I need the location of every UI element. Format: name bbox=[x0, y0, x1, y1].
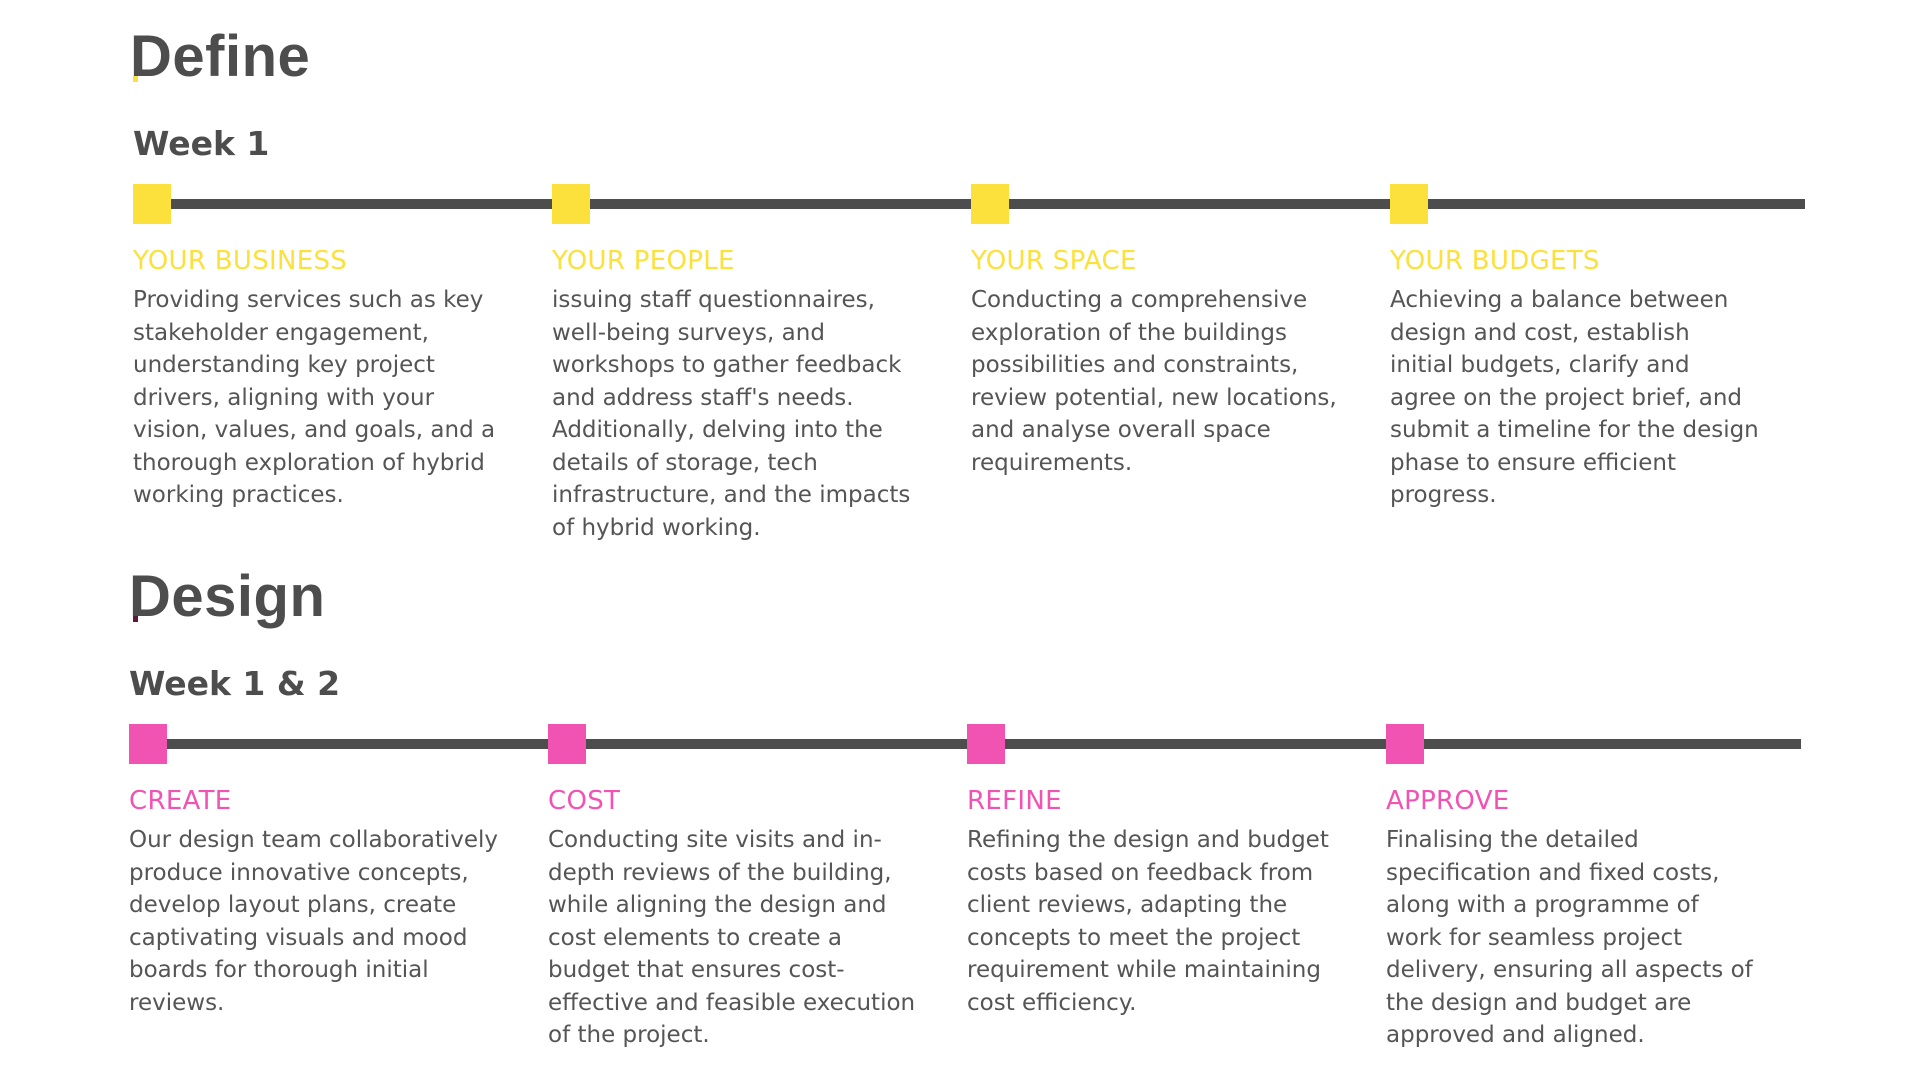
define-step-description: Conducting a comprehensive exploration o… bbox=[971, 287, 1337, 476]
design-title-accent-dot bbox=[133, 616, 138, 622]
define-step-marker bbox=[971, 184, 1009, 224]
define-title: Define bbox=[130, 24, 311, 89]
define-step-heading: YOUR PEOPLE bbox=[552, 246, 735, 276]
design-step-marker bbox=[548, 724, 586, 764]
define-step-description: Achieving a balance between design and c… bbox=[1390, 287, 1759, 508]
design-week-label: Week 1 & 2 bbox=[129, 664, 341, 703]
design-step-heading: CREATE bbox=[129, 786, 232, 816]
define-step-marker bbox=[552, 184, 590, 224]
design-title: Design bbox=[129, 564, 326, 629]
define-step-marker bbox=[1390, 184, 1428, 224]
define-step-description: Providing services such as key stakehold… bbox=[133, 287, 496, 508]
define-step-heading: YOUR BUSINESS bbox=[133, 246, 348, 276]
design-step-heading: COST bbox=[548, 786, 621, 816]
define-week-label: Week 1 bbox=[133, 124, 270, 163]
design-step-description: Refining the design and budget costs bas… bbox=[967, 827, 1329, 1016]
design-step-description: Finalising the detailed specification an… bbox=[1386, 827, 1753, 1048]
define-step-heading: YOUR BUDGETS bbox=[1390, 246, 1600, 276]
design-step-marker bbox=[1386, 724, 1424, 764]
design-step-description: Our design team collaboratively produce … bbox=[129, 827, 499, 1016]
define-title-accent-dot bbox=[133, 76, 138, 82]
design-step-heading: REFINE bbox=[967, 786, 1062, 816]
define-step-marker bbox=[133, 184, 171, 224]
design-step-description: Conducting site visits and in-depth revi… bbox=[548, 827, 916, 1048]
define-step-heading: YOUR SPACE bbox=[971, 246, 1137, 276]
design-step-marker bbox=[967, 724, 1005, 764]
design-step-heading: APPROVE bbox=[1386, 786, 1510, 816]
define-step-description: issuing staff questionnaires, well-being… bbox=[552, 287, 911, 541]
design-step-marker bbox=[129, 724, 167, 764]
